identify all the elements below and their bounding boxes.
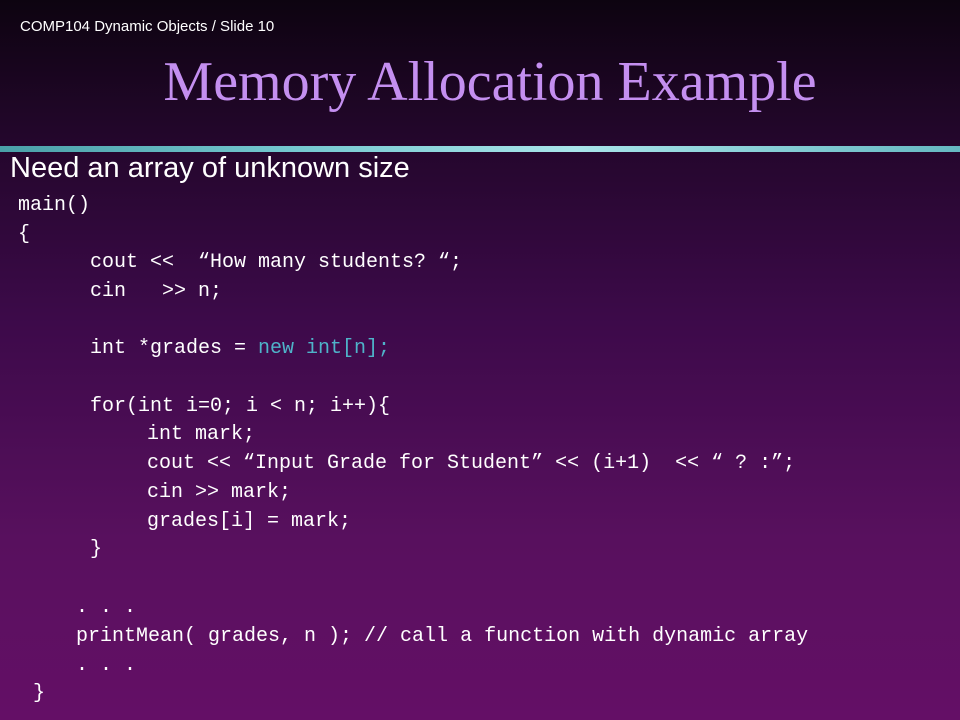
- code-line-grades-assign: grades[i] = mark;: [147, 510, 352, 533]
- code-line-print-mean: printMean( grades, n ); // call a functi…: [76, 625, 809, 648]
- slide-subtitle: Need an array of unknown size: [10, 152, 410, 184]
- code-grades-decl-new: new int[n];: [258, 337, 391, 360]
- slide-title: Memory Allocation Example: [163, 51, 817, 113]
- code-line-int-mark: int mark;: [147, 423, 256, 446]
- code-line-ellipsis-1: . . .: [76, 596, 137, 619]
- code-line-grades-decl: int *grades = new int[n];: [90, 337, 390, 360]
- code-line-cin-mark: cin >> mark;: [147, 481, 292, 504]
- code-line-open-brace: {: [18, 223, 31, 246]
- code-line-cin-n: cin >> n;: [90, 280, 223, 303]
- code-line-cout-input: cout << “Input Grade for Student” << (i+…: [147, 452, 796, 475]
- title-divider: [0, 146, 960, 152]
- code-line-main: main(): [18, 194, 91, 217]
- code-line-close-for: }: [90, 538, 103, 561]
- code-line-cout-prompt: cout << “How many students? “;: [90, 251, 463, 274]
- code-line-close-main: }: [33, 682, 46, 705]
- code-grades-decl-prefix: int *grades =: [90, 337, 259, 360]
- code-line-for-loop: for(int i=0; i < n; i++){: [90, 395, 391, 418]
- code-line-ellipsis-2: . . .: [76, 654, 137, 677]
- slide-header: COMP104 Dynamic Objects / Slide 10: [20, 18, 275, 35]
